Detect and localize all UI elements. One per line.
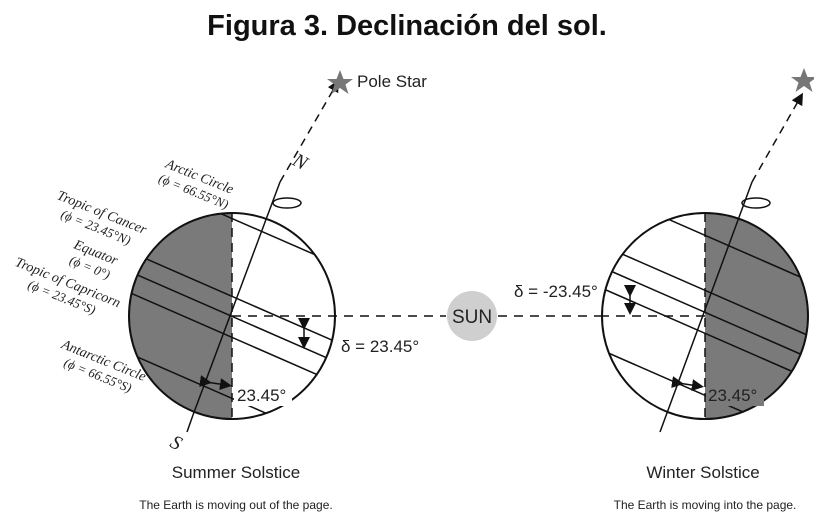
summer-capricorn-line [129,283,335,390]
latitude-labels: Arctic Circle (ϕ = 66.55°N) Tropic of Ca… [13,157,236,396]
winter-declination-label: δ = -23.45° [514,282,598,301]
figure-title: Figura 3. Declinación del sol. [207,10,607,42]
winter-solstice-title: Winter Solstice [646,463,759,482]
star-icon [327,70,353,94]
summer-axis-n: N [288,149,312,176]
winter-caption: The Earth is moving into the page. [614,498,797,512]
summer-tilt-angle: 23.45° [237,386,286,405]
summer-declination-label: δ = 23.45° [341,337,419,356]
winter-equator-line [602,261,808,368]
summer-solstice-title: Summer Solstice [172,463,300,482]
summer-axis-north-dashed [279,79,339,183]
summer-cancer-line [129,242,335,349]
winter-tilt-bg [706,384,764,406]
summer-tilt-arrow [199,375,232,391]
winter-axis-north-dashed [751,92,803,183]
sun-label: SUN [452,307,492,328]
summer-axis-s: S [166,431,185,455]
winter-rotation-icon [741,197,771,209]
winter-earth-outline [601,212,809,420]
summer-earth: N S δ = 23.45° 23.45° [128,79,419,455]
winter-arctic-line [602,213,808,291]
summer-antarctic-line [129,344,335,419]
summer-tilt-bg [234,384,292,406]
summer-earth-outline [128,212,336,420]
winter-tilt-arrow [671,376,704,392]
sun: SUN [447,291,497,341]
summer-caption: The Earth is moving out of the page. [139,498,332,512]
summer-axis-south [186,414,194,433]
winter-earth: δ = -23.45° 23.45° [514,68,814,433]
winter-star-icon [791,68,814,92]
pole-star-label: Pole Star [357,72,427,91]
winter-cancer-line [602,239,808,346]
pole-star: Pole Star [327,70,427,94]
summer-rotation-icon [272,197,302,209]
winter-tilt-angle: 23.45° [708,386,757,405]
